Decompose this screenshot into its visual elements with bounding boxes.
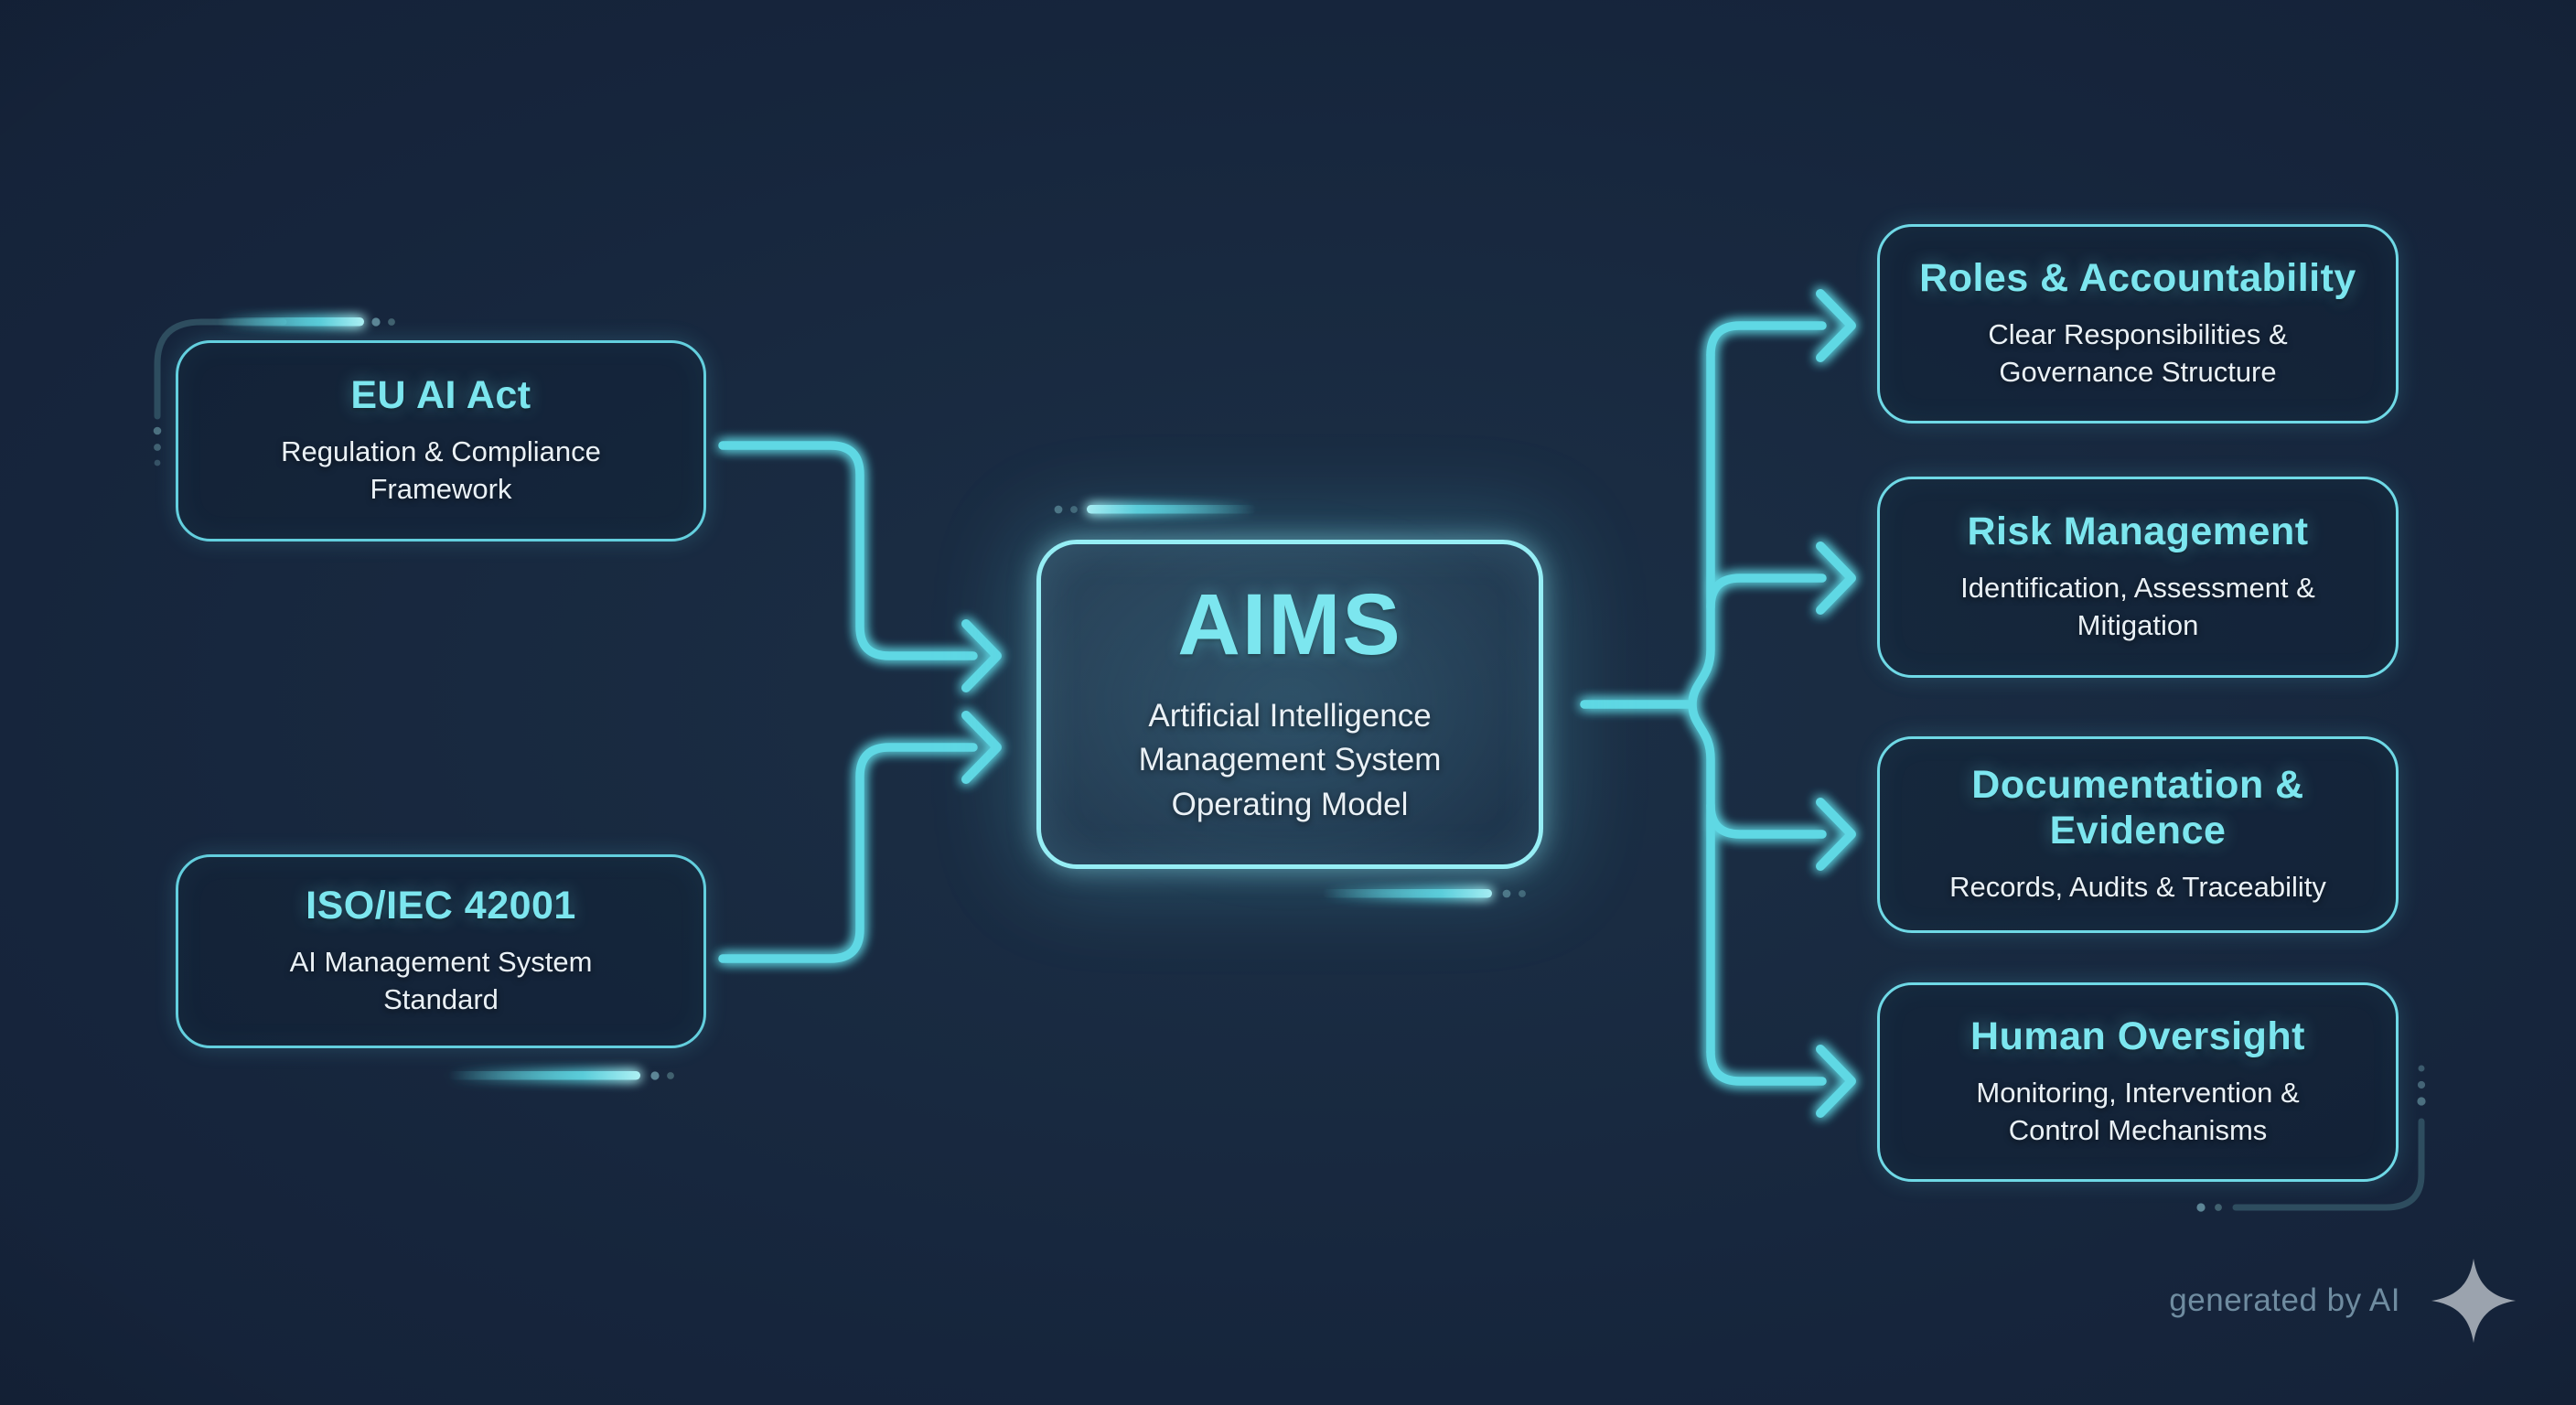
node-iso-iec-42001: ISO/IEC 42001 AI Management System Stand… xyxy=(176,854,706,1048)
sparkle-icon xyxy=(2431,1258,2517,1344)
node-subtitle: Clear Responsibilities & Governance Stru… xyxy=(1988,317,2288,389)
streak-iso xyxy=(448,1071,640,1080)
node-title: Documentation & Evidence xyxy=(1971,763,2304,853)
node-subtitle: Records, Audits & Traceability xyxy=(1949,871,2326,904)
streak-eu xyxy=(218,317,364,327)
node-subtitle: Monitoring, Intervention & Control Mecha… xyxy=(1976,1076,2300,1147)
node-subtitle: Regulation & Compliance Framework xyxy=(281,434,601,506)
node-subtitle: Identification, Assessment & Mitigation xyxy=(1960,571,2315,642)
node-subtitle: AI Management System Standard xyxy=(289,945,593,1016)
arrow-icon xyxy=(1816,1045,1856,1118)
node-title: AIMS xyxy=(1177,576,1402,674)
arrow-icon xyxy=(961,711,1002,784)
connector-brace-trunk xyxy=(1688,350,1715,1056)
arrow-icon xyxy=(1816,542,1856,615)
node-risk-management: Risk Management Identification, Assessme… xyxy=(1877,477,2399,678)
node-eu-ai-act: EU AI Act Regulation & Compliance Framew… xyxy=(176,340,706,542)
arrow-icon xyxy=(1816,798,1856,871)
connector-to-human-oversight xyxy=(1706,1047,1827,1086)
node-documentation-evidence: Documentation & Evidence Records, Audits… xyxy=(1877,736,2399,933)
connector-to-roles xyxy=(1706,321,1827,359)
node-human-oversight: Human Oversight Monitoring, Intervention… xyxy=(1877,982,2399,1182)
connector-eu-to-aims xyxy=(718,441,978,660)
streak-aims-bottom xyxy=(1323,889,1492,898)
arrow-icon xyxy=(961,619,1002,692)
arrow-icon xyxy=(1816,289,1856,362)
node-title: Human Oversight xyxy=(1970,1014,2305,1059)
node-title: Roles & Accountability xyxy=(1919,256,2356,301)
connector-to-documentation xyxy=(1706,800,1827,839)
streak-aims-top xyxy=(1087,505,1256,514)
node-title: ISO/IEC 42001 xyxy=(306,884,576,928)
credit-label: generated by AI xyxy=(2169,1282,2400,1318)
node-title: Risk Management xyxy=(1967,509,2309,554)
node-subtitle: Artificial Intelligence Management Syste… xyxy=(1138,698,1442,822)
connector-to-risk xyxy=(1706,574,1827,612)
connector-iso-to-aims xyxy=(718,743,978,963)
footer: generated by AI xyxy=(2169,1255,2517,1346)
node-title: EU AI Act xyxy=(350,373,531,418)
node-roles-accountability: Roles & Accountability Clear Responsibil… xyxy=(1877,224,2399,424)
node-aims: AIMS Artificial Intelligence Management … xyxy=(1036,540,1543,869)
